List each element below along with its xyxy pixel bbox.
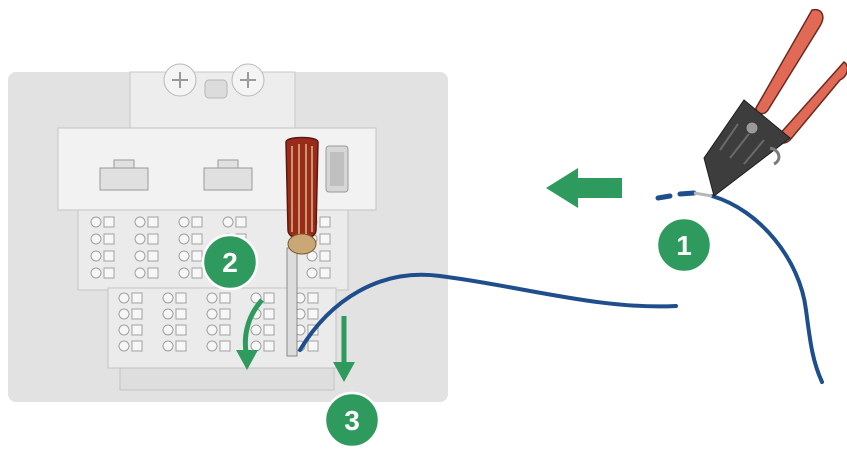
- terminal-slot: [131, 324, 143, 336]
- screwdriver-ferrule: [287, 233, 317, 255]
- terminal-slot: [235, 216, 247, 228]
- terminal-slot: [191, 233, 203, 245]
- terminal-slot: [219, 340, 231, 352]
- terminal-slot: [147, 216, 159, 228]
- terminal-hole: [206, 308, 218, 320]
- terminal-slot: [131, 292, 143, 304]
- terminal-hole: [162, 292, 174, 304]
- wire-stripped: [710, 194, 824, 384]
- terminal-hole: [90, 267, 102, 279]
- wire-stripper-icon: [703, 8, 847, 197]
- terminal-hole: [134, 216, 146, 228]
- terminal-hole: [90, 250, 102, 262]
- din-rail: [119, 367, 335, 391]
- step-badge-2: 2: [201, 233, 259, 291]
- screwdriver-shaft: [286, 247, 298, 357]
- terminal-slot: [103, 233, 115, 245]
- direction-arrow-icon: [546, 168, 622, 208]
- terminal-slot: [191, 216, 203, 228]
- step-2-label: 2: [222, 247, 238, 278]
- terminal-slot: [263, 292, 275, 304]
- stripper-pivot: [745, 121, 759, 135]
- terminal-slot: [319, 233, 331, 245]
- terminal-slot: [191, 250, 203, 262]
- terminal-slot: [147, 233, 159, 245]
- terminal-slot: [263, 324, 275, 336]
- step-badge-1: 1: [655, 216, 713, 274]
- terminal-hole: [250, 324, 262, 336]
- screwdriver-icon: [285, 136, 319, 357]
- terminal-hole: [118, 324, 130, 336]
- terminal-slot: [219, 324, 231, 336]
- terminal-slot: [131, 340, 143, 352]
- step-badge-3: 3: [323, 391, 381, 449]
- mounting-bracket: [129, 63, 296, 133]
- terminal-slot: [131, 308, 143, 320]
- terminal-hole: [118, 292, 130, 304]
- terminal-slot: [263, 308, 275, 320]
- rj45-port-left: [99, 167, 149, 191]
- screwdriver-handle: [285, 136, 319, 240]
- terminal-slot: [103, 267, 115, 279]
- terminal-block-icon: [57, 127, 377, 391]
- terminal-slot: [175, 324, 187, 336]
- terminal-hole: [118, 340, 130, 352]
- terminal-slot: [175, 340, 187, 352]
- terminal-slot: [147, 267, 159, 279]
- bare-wire-tip: [693, 191, 713, 198]
- terminal-slot: [191, 267, 203, 279]
- terminal-slot: [319, 267, 331, 279]
- stripper-jaw: [703, 99, 791, 197]
- terminal-hole: [178, 216, 190, 228]
- step-1-label: 1: [676, 230, 692, 261]
- terminal-slot: [103, 250, 115, 262]
- terminal-hole: [206, 292, 218, 304]
- terminal-slot: [307, 292, 319, 304]
- terminal-hole: [306, 267, 318, 279]
- terminal-slot: [307, 340, 319, 352]
- stripper-spring: [769, 146, 781, 166]
- terminal-hole: [178, 233, 190, 245]
- wire-inserted: [298, 272, 678, 352]
- terminal-hole: [206, 324, 218, 336]
- terminal-slot: [175, 308, 187, 320]
- terminal-hole: [162, 340, 174, 352]
- terminal-hole: [118, 308, 130, 320]
- terminal-hole: [206, 340, 218, 352]
- terminal-hole: [222, 216, 234, 228]
- terminal-slot: [175, 292, 187, 304]
- step-3-label: 3: [344, 405, 360, 436]
- terminal-hole: [90, 233, 102, 245]
- terminal-hole: [134, 267, 146, 279]
- terminal-slot: [319, 216, 331, 228]
- terminal-hole: [90, 216, 102, 228]
- rj45-port-right: [203, 167, 253, 191]
- terminal-hole: [134, 233, 146, 245]
- terminal-slot: [319, 250, 331, 262]
- terminal-slot: [219, 292, 231, 304]
- rotate-arrow-icon: [242, 298, 264, 353]
- wire-dashed-end: [655, 190, 697, 201]
- terminal-hole: [162, 324, 174, 336]
- terminal-slot: [103, 216, 115, 228]
- terminal-hole: [178, 250, 190, 262]
- terminal-hole: [178, 267, 190, 279]
- terminal-hole: [162, 308, 174, 320]
- terminal-slot: [263, 340, 275, 352]
- terminal-slot: [307, 308, 319, 320]
- terminal-slot: [147, 250, 159, 262]
- terminal-slot: [219, 308, 231, 320]
- terminal-hole: [134, 250, 146, 262]
- terminal-hole: [250, 340, 262, 352]
